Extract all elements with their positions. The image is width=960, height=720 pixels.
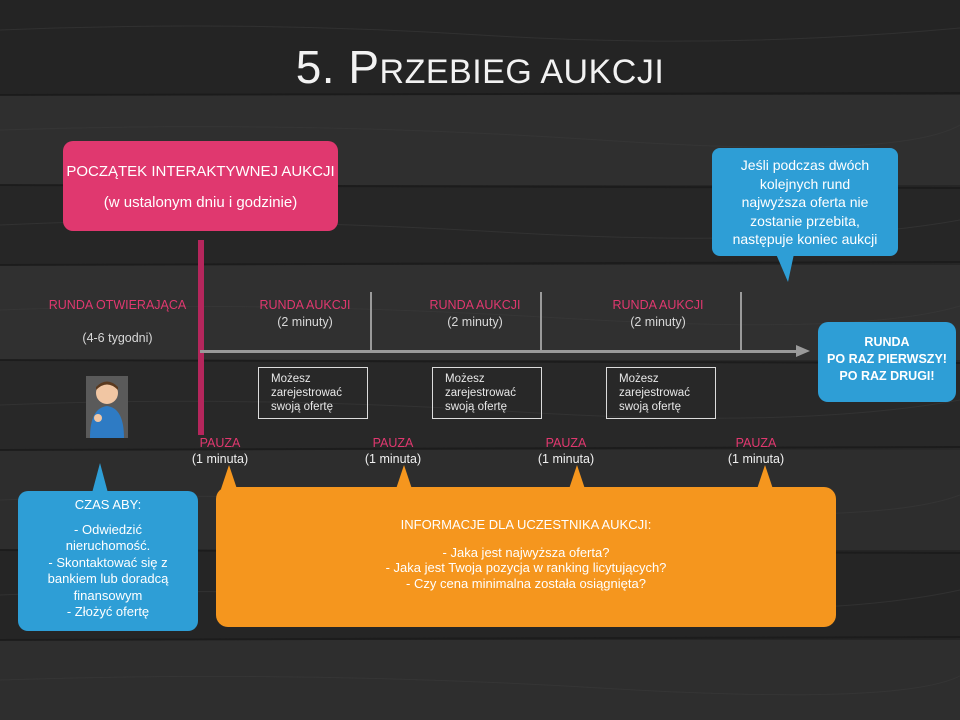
round-duration: (2 minuty) bbox=[447, 315, 503, 329]
bidder-info-heading: INFORMACJE DLA UCZESTNIKA AUKCJI: bbox=[400, 517, 652, 532]
round-bid-box: Możesz zarejestrować swoją ofertę bbox=[606, 367, 716, 419]
pause-duration: (1 minuta) bbox=[364, 452, 422, 466]
bid-box-line: Możesz bbox=[619, 373, 659, 385]
round-label: RUNDA AUKCJI bbox=[612, 298, 704, 312]
auction-end-callout: Jeśli podczas dwóch kolejnych rund najwy… bbox=[712, 148, 898, 256]
pause-label: PAUZA bbox=[545, 436, 587, 450]
final-round-line: PO RAZ DRUGI! bbox=[839, 369, 935, 383]
timeline-tick bbox=[540, 292, 542, 350]
time-to-heading: CZAS ABY: bbox=[74, 497, 142, 512]
time-to-line: - Skontaktować się z bbox=[48, 554, 168, 570]
slide-title: 5. PRZEBIEG AUKCJI bbox=[295, 41, 665, 93]
pause-duration: (1 minuta) bbox=[727, 452, 785, 466]
connector-wedge bbox=[92, 463, 108, 493]
time-to-line: - Odwiedzić bbox=[74, 521, 142, 537]
round-bid-box: Możesz zarejestrować swoją ofertę bbox=[258, 367, 368, 419]
callout-line: Jeśli podczas dwóch bbox=[740, 157, 870, 173]
final-round-box: RUNDA PO RAZ PIERWSZY! PO RAZ DRUGI! bbox=[818, 322, 956, 402]
auction-start-box: POCZĄTEK INTERAKTYWNEJ AUKCJI (w ustalon… bbox=[63, 141, 338, 231]
auction-start-marker bbox=[198, 240, 204, 435]
connector-wedge bbox=[221, 465, 237, 489]
bidder-info-line: - Jaka jest najwyższa oferta? bbox=[442, 544, 610, 560]
person-icon bbox=[86, 376, 128, 438]
bid-box-line: zarejestrować bbox=[271, 387, 342, 399]
pause-label: PAUZA bbox=[735, 436, 777, 450]
round-label: RUNDA AUKCJI bbox=[259, 298, 351, 312]
pause-duration: (1 minuta) bbox=[191, 452, 249, 466]
callout-tail bbox=[776, 254, 794, 282]
bid-box-line: swoją ofertę bbox=[619, 401, 682, 413]
timeline-tick bbox=[370, 292, 372, 350]
bid-box-line: swoją ofertę bbox=[445, 401, 508, 413]
bid-box-line: zarejestrować bbox=[445, 387, 516, 399]
pause-duration: (1 minuta) bbox=[537, 452, 595, 466]
time-to-line: finansowym bbox=[73, 587, 143, 603]
timeline-tick bbox=[740, 292, 742, 350]
pause-label: PAUZA bbox=[199, 436, 241, 450]
time-to-line: nieruchomość. bbox=[65, 538, 151, 553]
timeline-arrowhead bbox=[796, 345, 810, 357]
bid-box-line: swoją ofertę bbox=[271, 401, 334, 413]
final-round-line: RUNDA bbox=[864, 335, 910, 349]
callout-line: zostanie przebita, bbox=[750, 212, 860, 229]
final-round-line: PO RAZ PIERWSZY! bbox=[827, 352, 947, 366]
auction-start-subtitle: (w ustalonym dniu i godzinie) bbox=[103, 194, 298, 211]
callout-line: następuje koniec aukcji bbox=[732, 231, 878, 247]
time-to-line: bankiem lub doradcą bbox=[47, 571, 169, 586]
pause-label: PAUZA bbox=[372, 436, 414, 450]
bid-box-line: zarejestrować bbox=[619, 387, 690, 399]
callout-line: najwyższa oferta nie bbox=[741, 194, 869, 210]
callout-line: kolejnych rund bbox=[759, 175, 851, 192]
opening-round-duration: (4-6 tygodni) bbox=[82, 331, 153, 345]
bidder-info-box: INFORMACJE DLA UCZESTNIKA AUKCJI: - Jaka… bbox=[216, 487, 836, 627]
auction-start-title: POCZĄTEK INTERAKTYWNEJ AUKCJI bbox=[66, 163, 335, 180]
round-bid-box: Możesz zarejestrować swoją ofertę bbox=[432, 367, 542, 419]
bidder-info-line: - Jaka jest Twoja pozycja w ranking licy… bbox=[385, 560, 667, 575]
timeline-line bbox=[200, 350, 800, 353]
connector-wedge bbox=[757, 465, 773, 489]
connector-wedge bbox=[396, 465, 412, 489]
round-duration: (2 minuty) bbox=[277, 315, 333, 329]
opening-round-label: RUNDA OTWIERAJĄCA bbox=[48, 298, 187, 312]
time-to-line: - Złożyć ofertę bbox=[66, 604, 150, 619]
bidder-info-line: - Czy cena minimalna została osiągnięta? bbox=[406, 575, 646, 591]
bid-box-line: Możesz bbox=[271, 373, 311, 385]
connector-wedge bbox=[569, 465, 585, 489]
time-to-box: CZAS ABY: - Odwiedzić nieruchomość. - Sk… bbox=[18, 491, 198, 631]
round-label: RUNDA AUKCJI bbox=[429, 298, 521, 312]
bid-box-line: Możesz bbox=[445, 373, 485, 385]
round-duration: (2 minuty) bbox=[630, 315, 686, 329]
